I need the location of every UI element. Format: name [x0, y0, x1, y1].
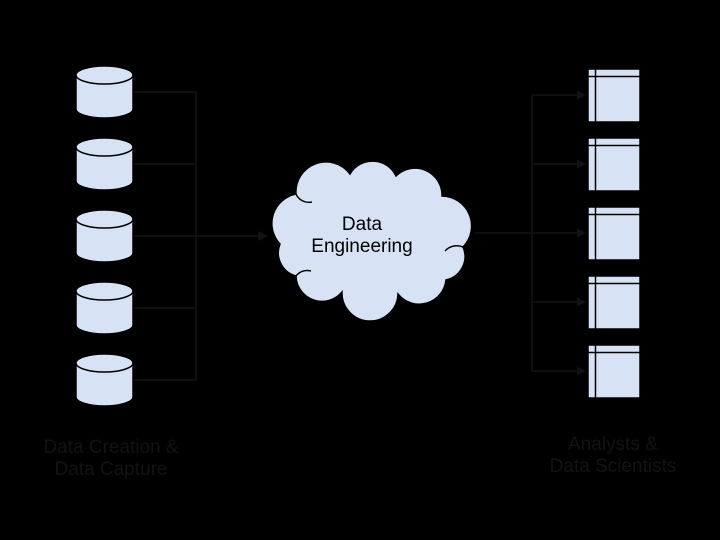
data-engineering-cloud: Data Engineering — [271, 160, 473, 322]
sources-caption: Data Creation & Data Capture — [43, 437, 179, 480]
consumers-caption-line2: Data Scientists — [550, 456, 677, 477]
hidden-arrowhead — [577, 159, 586, 169]
data-sources-column — [75, 65, 134, 407]
hidden-arrowhead — [577, 366, 586, 376]
sources-caption-line2: Data Capture — [54, 459, 167, 480]
database-icon — [75, 65, 134, 119]
cloud-label-line1: Data — [342, 214, 383, 235]
database-icon — [75, 137, 134, 191]
consumers-caption-line1: Analysts & — [568, 434, 658, 455]
report-window-icon — [587, 275, 641, 330]
database-icon — [75, 353, 134, 407]
sources-caption-line1: Data Creation & — [43, 437, 179, 458]
cloud-label-line2: Engineering — [311, 236, 412, 257]
hidden-arrowhead — [577, 90, 586, 100]
connector-cloud-to-consumers — [475, 90, 586, 376]
hidden-arrowhead — [577, 228, 586, 238]
report-window-icon — [587, 137, 641, 192]
consumers-caption: Analysts & Data Scientists — [550, 434, 677, 477]
report-window-icon — [587, 68, 641, 123]
data-consumers-column — [587, 68, 641, 399]
report-window-icon — [587, 206, 641, 261]
hidden-arrowhead — [577, 297, 586, 307]
connector-sources-to-cloud — [134, 91, 268, 381]
report-window-icon — [587, 344, 641, 399]
database-icon — [75, 209, 134, 263]
database-icon — [75, 281, 134, 335]
cloud-shape — [271, 160, 473, 322]
cloud-inner-detail — [295, 193, 464, 277]
